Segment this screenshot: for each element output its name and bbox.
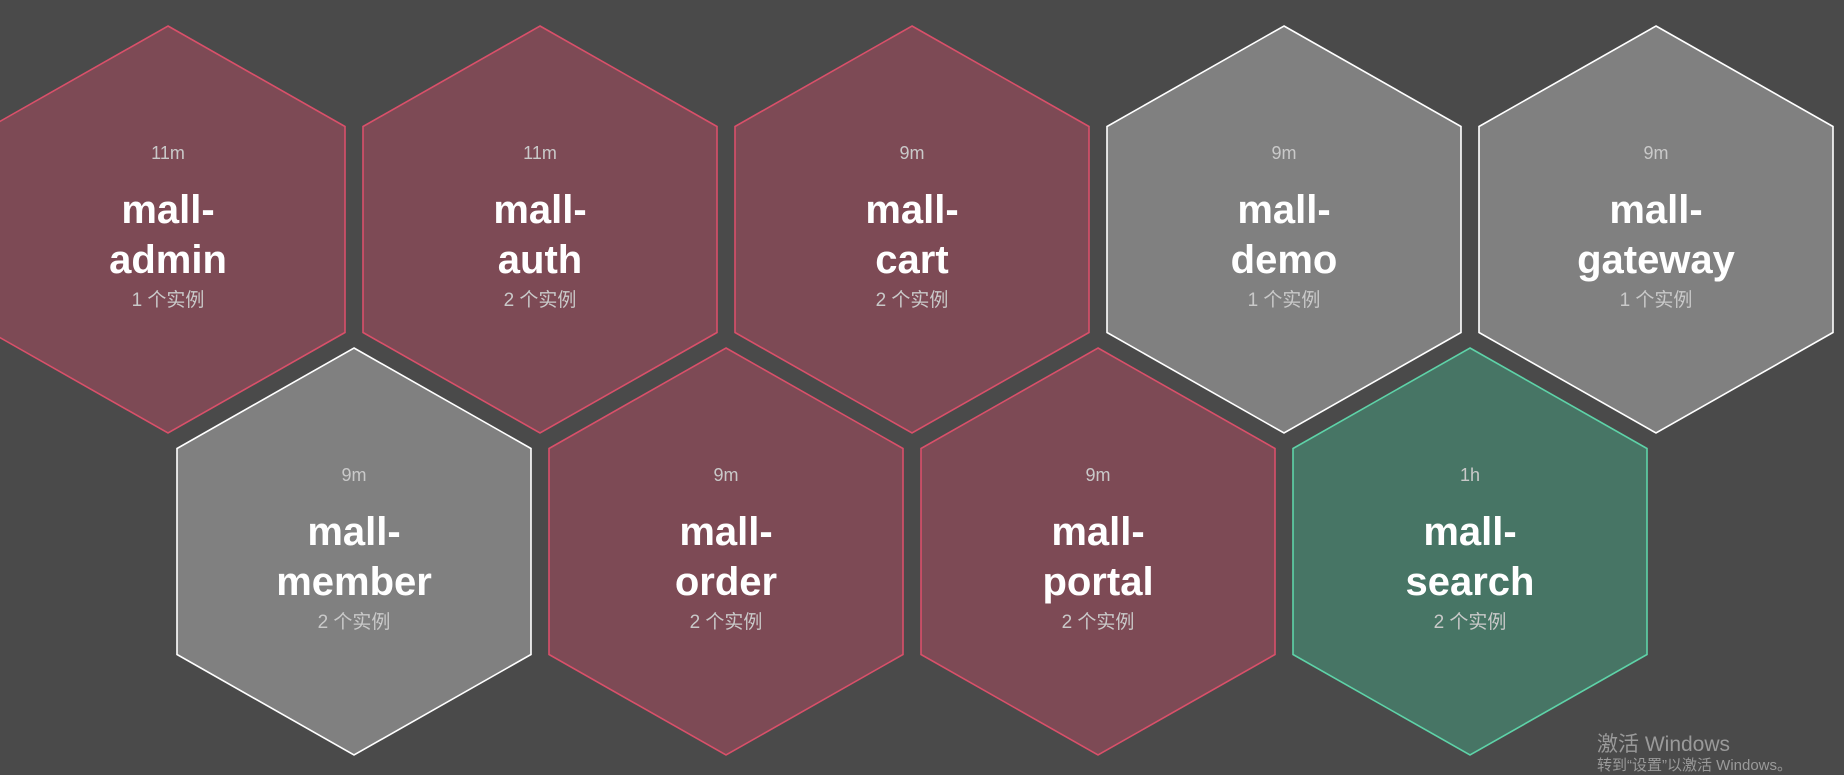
service-instance-count: 2 个实例 <box>1061 611 1135 633</box>
service-name-line2: cart <box>875 237 949 282</box>
service-name-line1: mall- <box>679 509 773 554</box>
service-instance-count: 2 个实例 <box>503 289 577 311</box>
service-age: 9m <box>1643 142 1669 163</box>
service-age: 11m <box>523 142 557 163</box>
service-name-line1: mall- <box>1423 509 1517 554</box>
service-hex-cart[interactable] <box>734 25 1090 434</box>
service-name-line1: mall- <box>1237 187 1331 232</box>
service-instance-count: 1 个实例 <box>1619 289 1693 311</box>
service-instance-count: 2 个实例 <box>875 289 949 311</box>
service-hex-gateway[interactable] <box>1478 25 1834 434</box>
service-instance-count: 2 个实例 <box>1433 611 1507 633</box>
service-name-line1: mall- <box>307 509 401 554</box>
service-age: 1h <box>1459 464 1481 485</box>
windows-activation-subtitle: 转到“设置”以激活 Windows。 <box>1597 757 1793 774</box>
service-name-line2: admin <box>109 237 227 282</box>
service-name-line2: auth <box>497 237 583 282</box>
service-instance-count: 1 个实例 <box>1247 289 1321 311</box>
service-name-line1: mall- <box>1051 509 1145 554</box>
service-name-line2: gateway <box>1577 237 1735 282</box>
service-name-line2: demo <box>1230 237 1338 282</box>
service-instance-count: 2 个实例 <box>689 611 763 633</box>
service-age: 9m <box>1085 464 1111 485</box>
service-hex-admin[interactable] <box>0 25 346 434</box>
service-hex-portal[interactable] <box>920 347 1276 756</box>
service-name-line1: mall- <box>121 187 215 232</box>
service-hex-demo[interactable] <box>1106 25 1462 434</box>
service-hex-search[interactable] <box>1292 347 1648 756</box>
service-name-line1: mall- <box>865 187 959 232</box>
service-hex-member[interactable] <box>176 347 532 756</box>
service-name-line2: member <box>276 559 432 604</box>
service-name-line1: mall- <box>1609 187 1703 232</box>
service-age: 9m <box>1271 142 1297 163</box>
service-hex-order[interactable] <box>548 347 904 756</box>
service-name-line2: search <box>1405 559 1535 604</box>
service-age: 9m <box>341 464 367 485</box>
service-hex-auth[interactable] <box>362 25 718 434</box>
service-instance-count: 1 个实例 <box>131 289 205 311</box>
service-instance-count: 2 个实例 <box>317 611 391 633</box>
windows-activation-title: 激活 Windows <box>1597 733 1731 756</box>
service-age: 11m <box>151 142 185 163</box>
service-name-line2: portal <box>1042 559 1154 604</box>
service-age: 9m <box>713 464 739 485</box>
service-name-line2: order <box>674 559 778 604</box>
service-age: 9m <box>899 142 925 163</box>
service-name-line1: mall- <box>493 187 587 232</box>
